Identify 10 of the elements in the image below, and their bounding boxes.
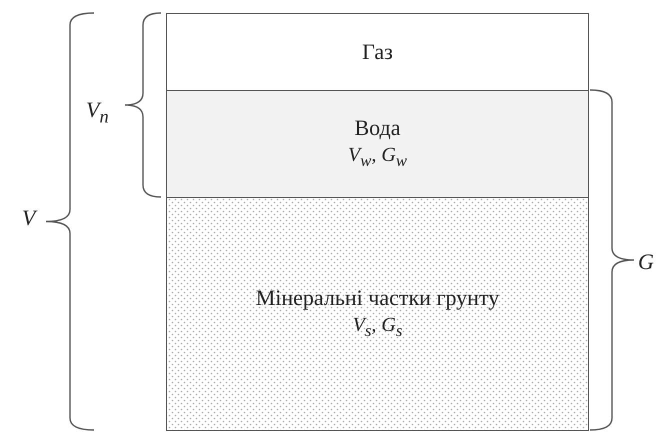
layer-name: Вода xyxy=(354,114,400,142)
volume-pores-symbol: V$_{n}$ xyxy=(86,97,109,128)
mineral-particles-layer-box xyxy=(166,197,589,431)
layer-name: Газ xyxy=(362,38,393,66)
layer-symbols: V$_{s}$, G$_{s}$ xyxy=(352,313,402,342)
water-layer-box xyxy=(166,90,589,198)
layer-name: Мінеральні частки грунту xyxy=(256,284,500,312)
layer-symbols: V$_{w}$, G$_{w}$ xyxy=(348,143,407,172)
total-volume-symbol: V xyxy=(22,205,36,231)
weight-symbol: G xyxy=(638,249,654,275)
